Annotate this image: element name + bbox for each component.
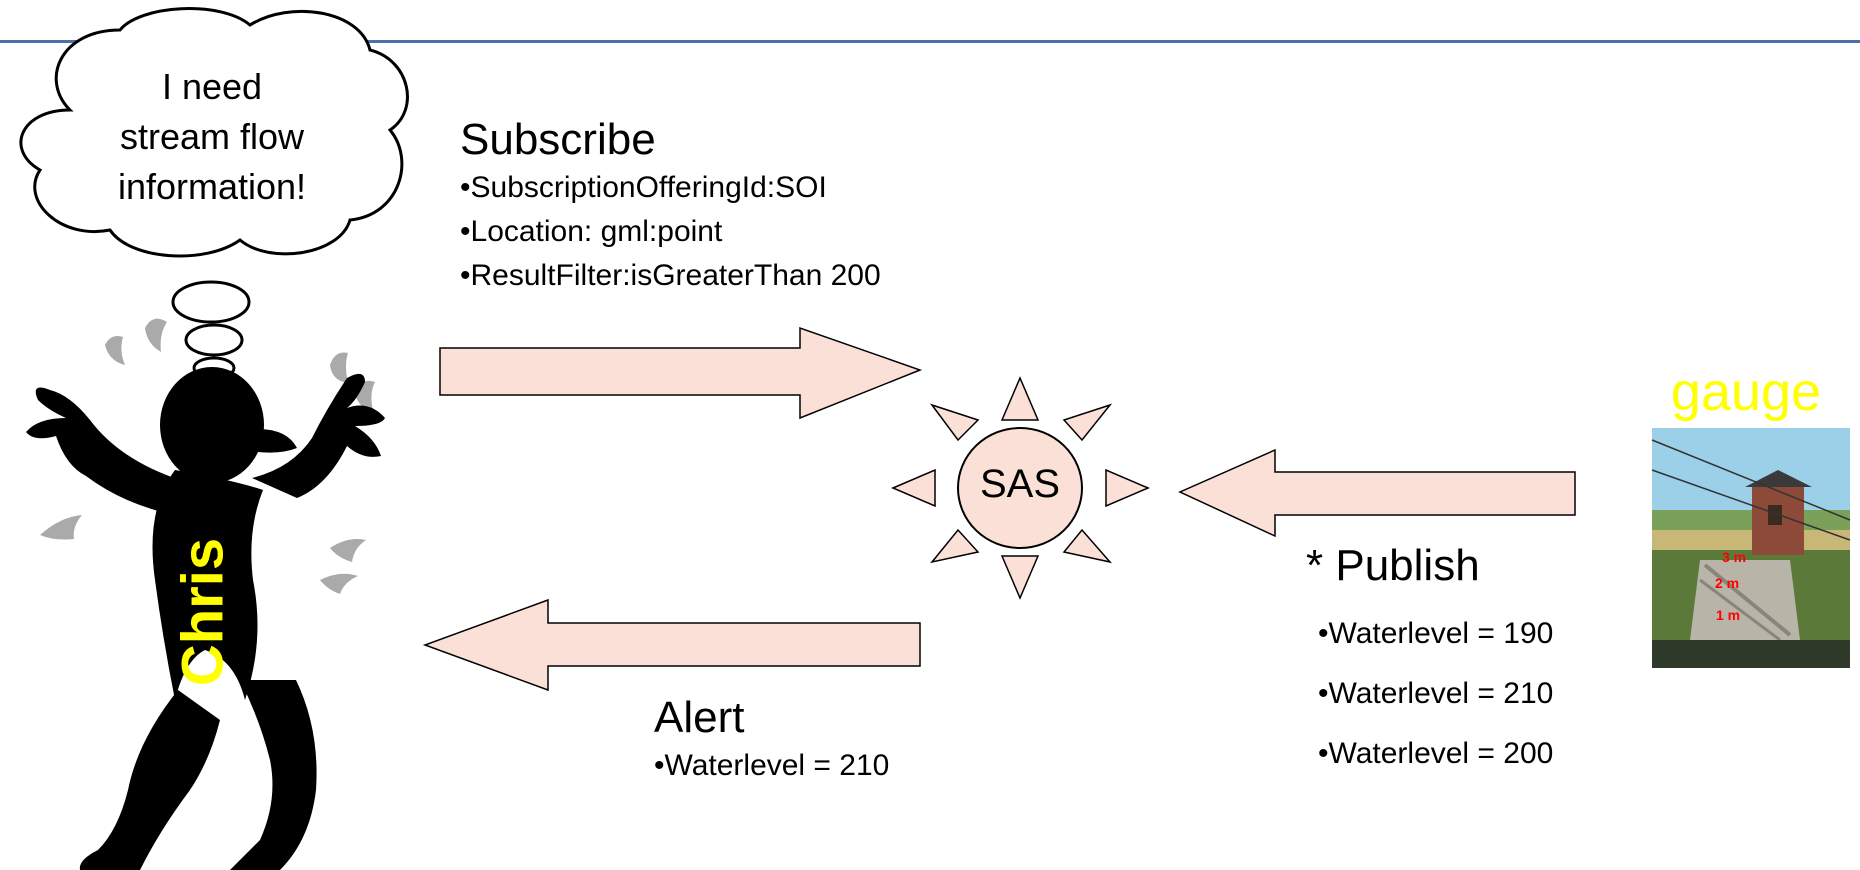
gauge-marks: 3 m 2 m 1 m: [1715, 549, 1746, 623]
person-name-label: Chris: [170, 537, 236, 687]
thought-bubble-large: [171, 280, 251, 324]
figure-left-leg: [79, 690, 221, 870]
gauge-photo: [1651, 428, 1851, 668]
subscribe-item: •ResultFilter:isGreaterThan 200: [460, 259, 881, 292]
ray-se: [1062, 528, 1113, 564]
sas-label: SAS: [979, 462, 1061, 506]
thought-text: I need stream flow information!: [62, 62, 362, 212]
sas-node: [957, 427, 1083, 549]
gauge-mark-3: 3 m: [1722, 549, 1746, 565]
figure-head: [160, 367, 264, 483]
publish-title: * Publish: [1306, 541, 1480, 590]
publish-item: •Waterlevel = 210: [1318, 677, 1554, 710]
ray-sw: [930, 528, 980, 564]
figure-nose: [245, 429, 297, 453]
sas-rays: [891, 376, 1150, 600]
ray-w: [891, 468, 936, 508]
thought-line-2: stream flow: [119, 116, 305, 157]
gauge-mark-2: 2 m: [1715, 575, 1739, 591]
subscribe-item: •SubscriptionOfferingId:SOI: [460, 171, 827, 204]
gauge-label: gauge: [1670, 362, 1822, 422]
subscribe-block: Subscribe •SubscriptionOfferingId:SOI •L…: [460, 114, 881, 298]
figure-body: [152, 470, 263, 700]
publish-arrow: [1178, 448, 1576, 538]
subscribe-title: Subscribe: [460, 115, 656, 164]
thought-bubble-medium: [184, 323, 244, 357]
ray-n: [1000, 376, 1040, 421]
subscribe-arrow: [439, 326, 923, 420]
alert-title: Alert: [654, 693, 745, 742]
title-underline: [0, 40, 1860, 43]
figure-left-arm: [26, 387, 180, 516]
stick-figure: [26, 367, 385, 870]
figure-right-arm: [252, 373, 385, 498]
gauge-mark-1: 1 m: [1716, 607, 1740, 623]
thought-cloud: [19, 7, 409, 380]
alert-arrow: [422, 598, 921, 692]
ray-s: [1000, 555, 1040, 600]
alert-block: Alert •Waterlevel = 210: [654, 692, 889, 788]
thought-line-3: information!: [117, 166, 307, 207]
publish-item: •Waterlevel = 190: [1318, 617, 1554, 650]
ray-nw: [929, 403, 980, 442]
ray-e: [1105, 468, 1150, 508]
thought-line-1: I need: [161, 66, 263, 107]
alert-item: •Waterlevel = 210: [654, 749, 890, 782]
figure-right-leg: [230, 680, 317, 870]
ray-ne: [1062, 403, 1113, 442]
publish-block: * Publish •Waterlevel = 190 •Waterlevel …: [1306, 540, 1553, 784]
subscribe-item: •Location: gml:point: [460, 215, 723, 248]
publish-item: •Waterlevel = 200: [1318, 737, 1554, 770]
